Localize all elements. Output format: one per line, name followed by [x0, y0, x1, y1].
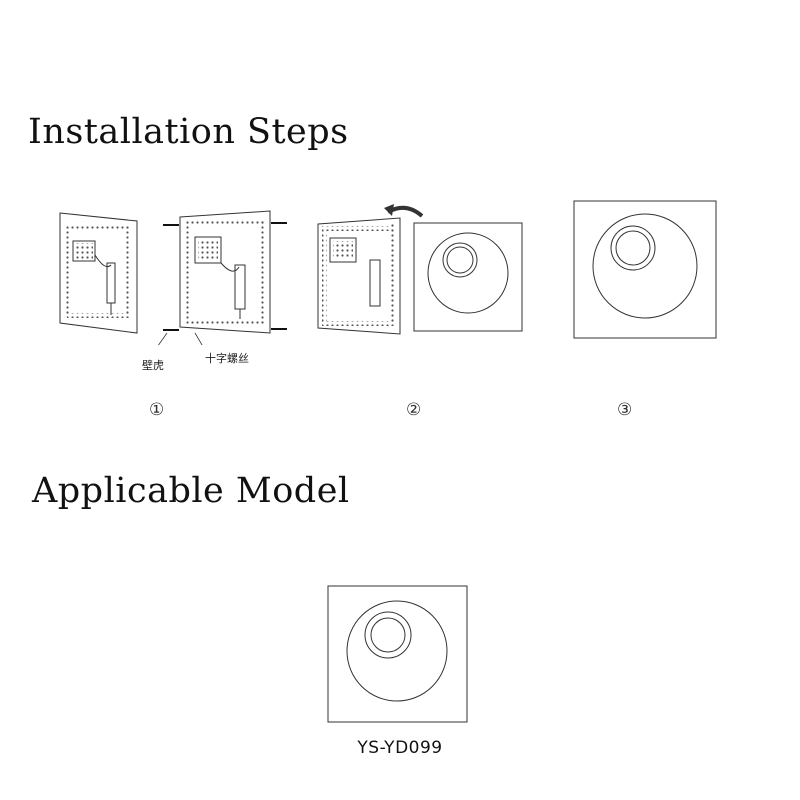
installation-steps-title: Installation Steps [28, 112, 349, 152]
step-2-number: ② [406, 400, 422, 420]
model-number: YS-YD099 [357, 738, 443, 758]
panel-back [59, 212, 138, 334]
step2-diagram [317, 204, 523, 335]
cross-screw-label: 十字螺丝 [205, 352, 249, 365]
wall-anchor-label: 壁虎 [142, 359, 164, 372]
model-diagram [327, 585, 468, 723]
step1-diagram [59, 210, 287, 345]
applicable-model-title: Applicable Model [32, 471, 350, 511]
step3-diagram [573, 200, 717, 339]
front-panel-step2 [413, 222, 523, 332]
step-3-number: ③ [617, 400, 633, 420]
panel-frame-step2 [317, 217, 401, 335]
panel-frame [179, 210, 271, 334]
step-1-number: ① [149, 400, 165, 420]
screw-icon [163, 222, 287, 331]
